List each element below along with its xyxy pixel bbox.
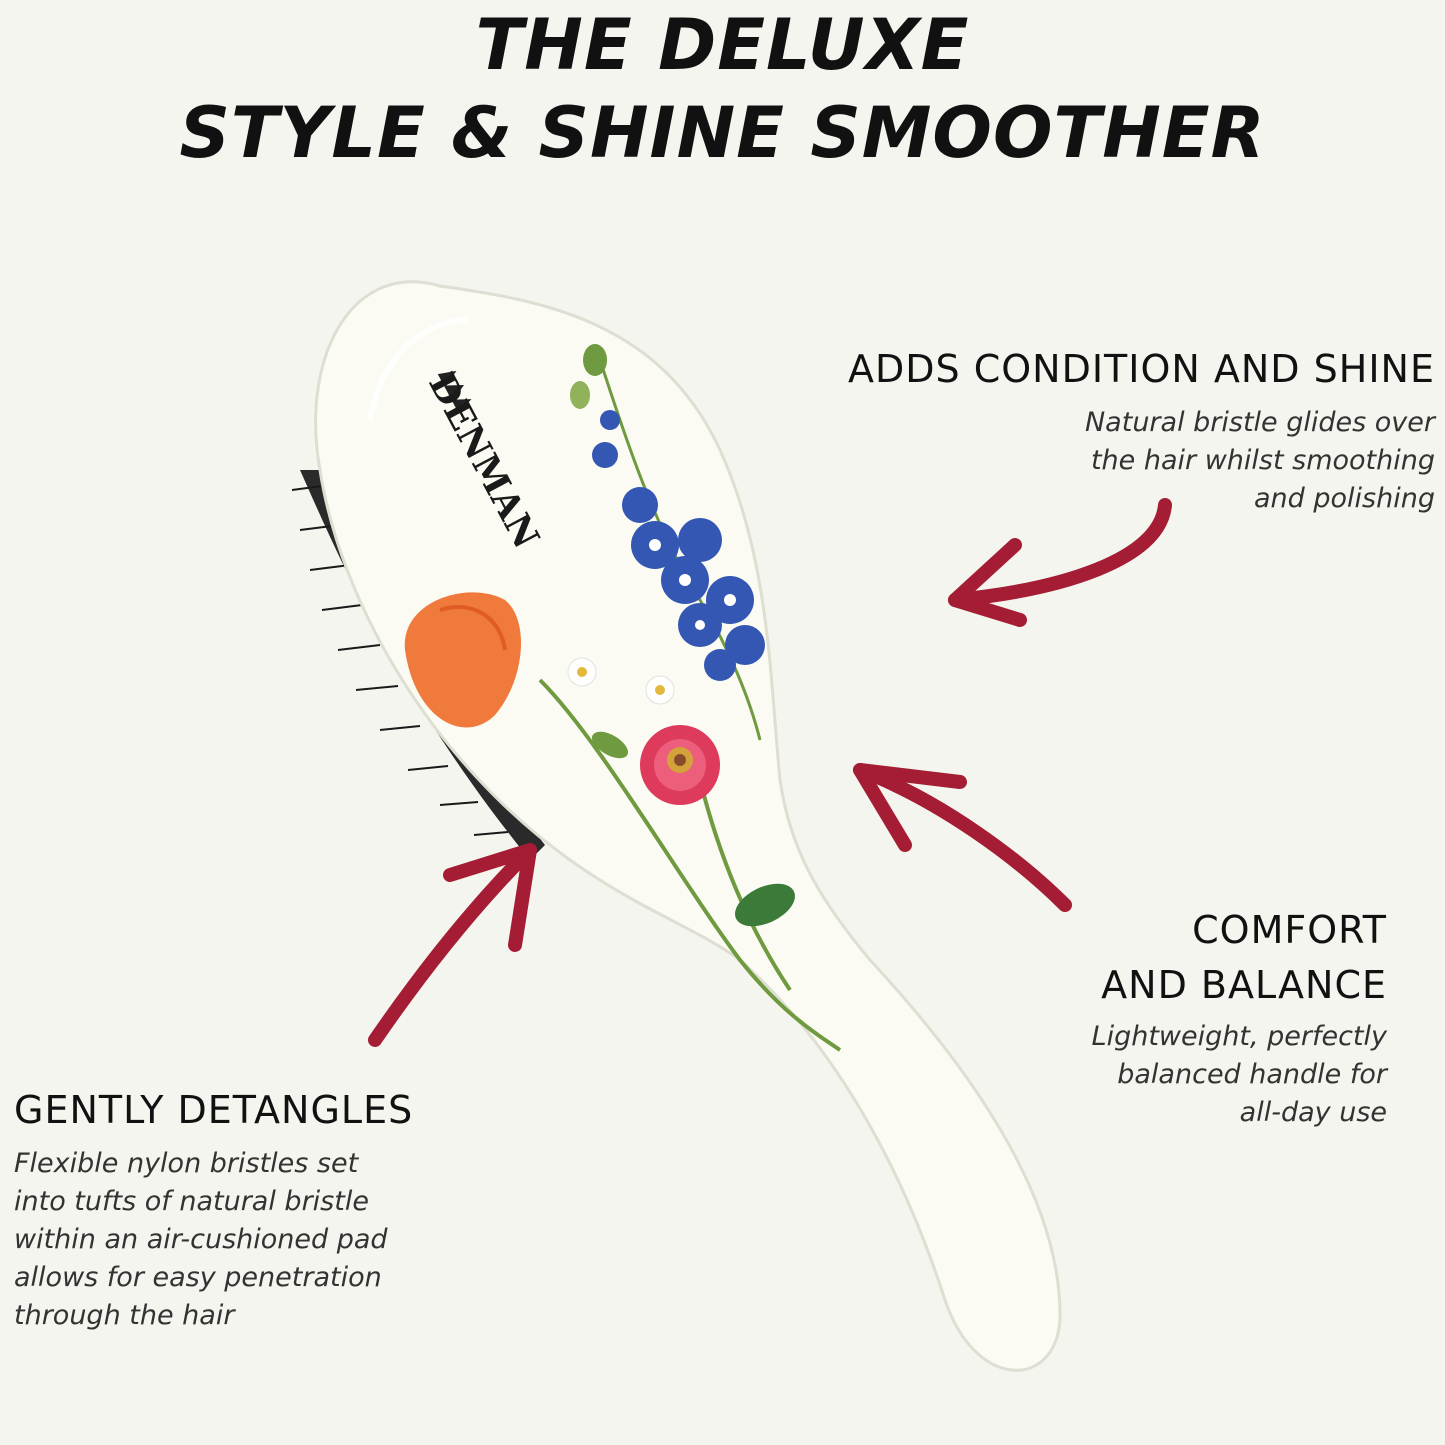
feature-heading-line: AND BALANCE <box>1101 963 1387 1008</box>
feature-heading: GENTLY DETANGLES <box>14 1083 413 1138</box>
feature-description-line: Lightweight, perfectly <box>1091 1021 1387 1052</box>
arrow-condition-shine <box>948 498 1172 627</box>
feature-description-line: through the hair <box>14 1300 235 1331</box>
arrow-detangles <box>368 843 537 1047</box>
feature-heading-line: GENTLY DETANGLES <box>14 1088 414 1132</box>
feature-heading-line: COMFORT <box>1192 908 1387 952</box>
feature-description-line: balanced handle for <box>1117 1059 1387 1090</box>
feature-description: Flexible nylon bristles set into tufts o… <box>14 1145 388 1335</box>
floral-print <box>404 344 842 1052</box>
arrow-comfort-balance <box>853 763 1072 912</box>
crown-icon <box>437 370 472 413</box>
feature-description-line: the hair whilst smoothing <box>1090 445 1435 476</box>
page-title-line-2: STYLE & SHINE SMOOTHER <box>179 92 1266 174</box>
feature-description-line: and polishing <box>1254 483 1435 514</box>
feature-description-line: Natural bristle glides over <box>1084 407 1435 438</box>
feature-description: Natural bristle glides over the hair whi… <box>1085 404 1435 518</box>
feature-description-line: within an air-cushioned pad <box>14 1224 388 1255</box>
feature-heading-line: ADDS CONDITION AND SHINE <box>848 347 1435 391</box>
feature-heading: ADDS CONDITION AND SHINE <box>848 342 1435 397</box>
feature-heading: COMFORT AND BALANCE <box>1101 903 1387 1013</box>
feature-description-line: Flexible nylon bristles set <box>14 1148 359 1179</box>
feature-description-line: all-day use <box>1239 1097 1387 1128</box>
feature-description-line: into tufts of natural bristle <box>14 1186 369 1217</box>
brush-head <box>314 280 1062 1372</box>
brush-body <box>314 280 1062 1372</box>
feature-description-line: allows for easy penetration <box>14 1262 382 1293</box>
feature-description: Lightweight, perfectly balanced handle f… <box>1092 1018 1387 1132</box>
page-title-line-1: THE DELUXE <box>475 4 970 86</box>
